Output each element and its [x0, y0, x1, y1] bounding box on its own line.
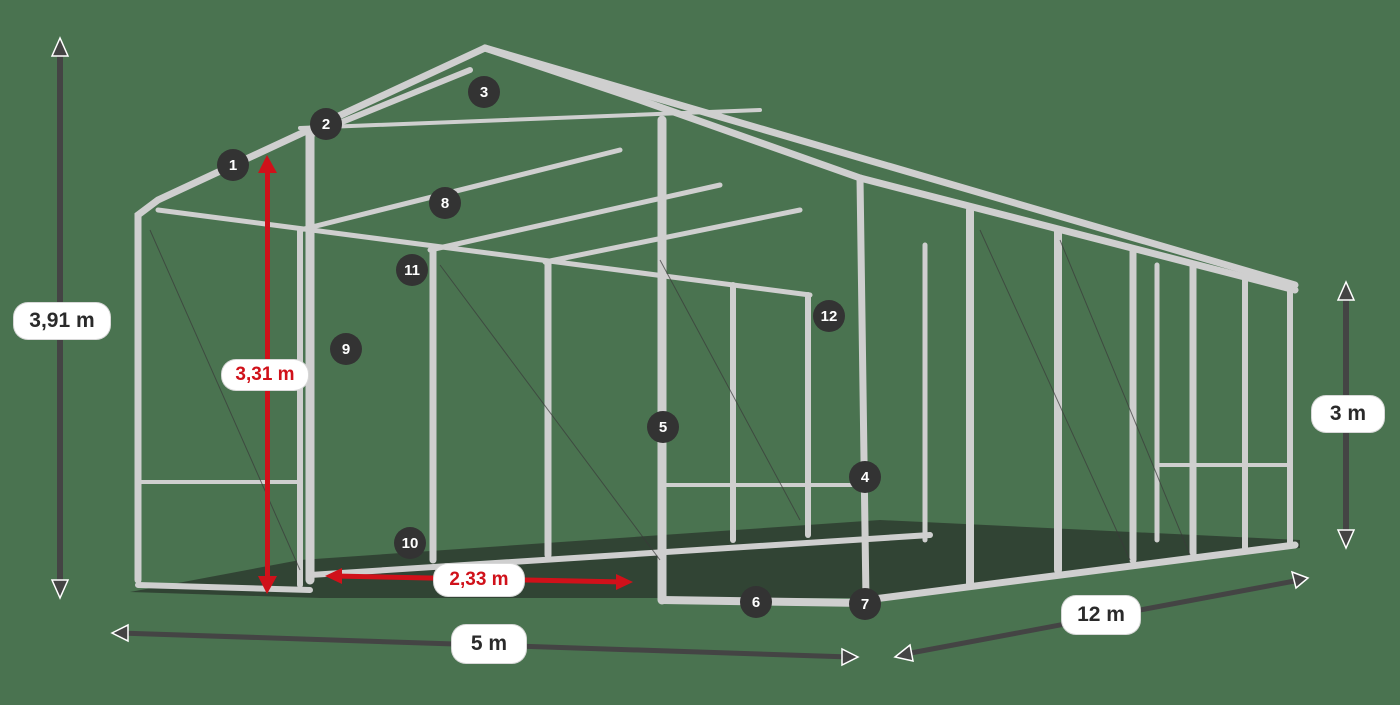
part-callout-12: 12 [813, 300, 845, 332]
part-callout-3: 3 [468, 76, 500, 108]
part-callout-9: 9 [330, 333, 362, 365]
part-callout-10: 10 [394, 527, 426, 559]
dimension-label-interior-height: 3,31 m [222, 360, 308, 390]
part-callout-4: 4 [849, 461, 881, 493]
part-callout-7: 7 [849, 588, 881, 620]
dimension-label-width: 5 m [452, 625, 526, 663]
part-callout-8: 8 [429, 187, 461, 219]
bracing-cables [149, 229, 1191, 571]
part-callout-6: 6 [740, 586, 772, 618]
dimension-label-side-wall-height: 3 m [1312, 396, 1384, 432]
part-callout-11: 11 [396, 254, 428, 286]
frame-members [134, 44, 1299, 607]
part-callout-2: 2 [310, 108, 342, 140]
dimension-label-bay-spacing: 2,33 m [434, 564, 524, 596]
part-callout-1: 1 [217, 149, 249, 181]
dimension-label-length: 12 m [1062, 596, 1140, 634]
part-callout-5: 5 [647, 411, 679, 443]
dimension-label-overall-height: 3,91 m [14, 303, 110, 339]
